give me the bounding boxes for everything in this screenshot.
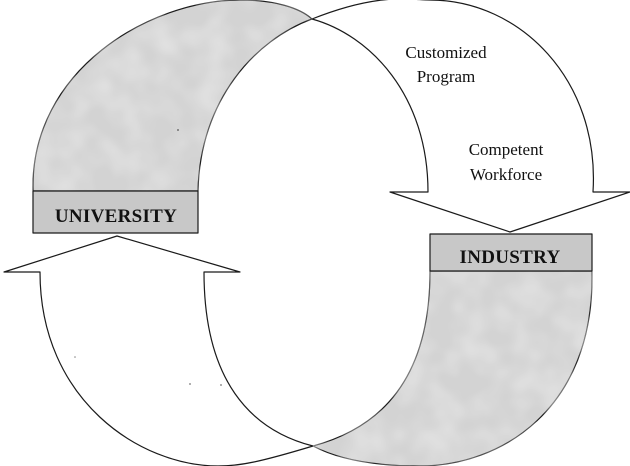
university-band (32, 0, 313, 192)
bottom-left-arrow-band (3, 235, 314, 466)
customized-program-label-line-2: Program (417, 67, 476, 86)
speck-mark (74, 356, 76, 358)
speck-mark (177, 129, 179, 131)
university-box (32, 190, 199, 234)
speck-mark (189, 383, 191, 385)
speck-mark (220, 384, 222, 386)
competent-workforce-label-line-2: Workforce (470, 165, 542, 184)
industry-band (312, 270, 593, 466)
competent-workforce-label-line-1: Competent (469, 140, 544, 159)
industry-box (429, 233, 593, 272)
top-right-arrow-band (311, 0, 630, 233)
university-label: UNIVERSITY (55, 206, 177, 227)
customized-program-label-line-1: Customized (405, 43, 487, 62)
industry-label: INDUSTRY (460, 247, 561, 268)
